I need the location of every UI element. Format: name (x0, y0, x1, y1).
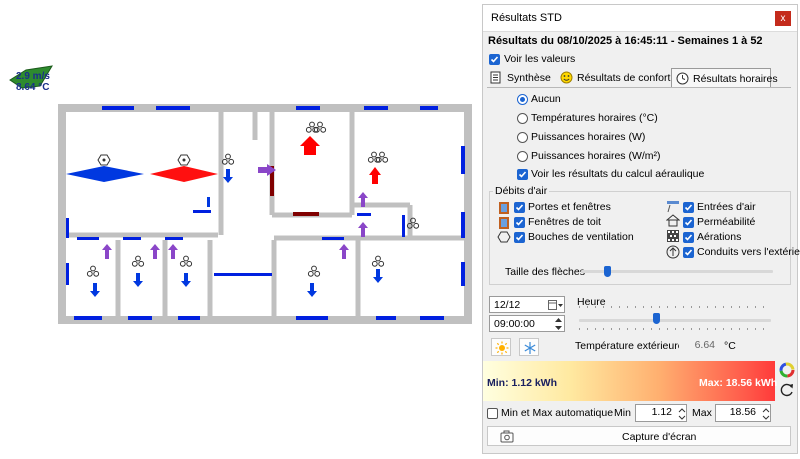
house-icon (666, 214, 680, 227)
min-label: Min (614, 407, 631, 419)
bouches-checkbox[interactable] (514, 232, 525, 243)
max-input[interactable]: 18.56 (715, 404, 771, 422)
results-subtitle: Résultats du 08/10/2025 à 16:45:11 - Sem… (488, 35, 763, 47)
clock-icon (676, 72, 689, 85)
time-field[interactable]: 09:00:00 (489, 315, 565, 332)
date-picker[interactable]: 12/12 (489, 296, 565, 313)
auto-minmax-label: Min et Max automatique (501, 407, 614, 419)
conduits-checkbox[interactable] (683, 247, 694, 258)
color-scale (483, 361, 775, 401)
max-label: Max (692, 407, 712, 419)
results-panel: Résultats STD x Résultats du 08/10/2025 … (482, 4, 800, 454)
permeabilite-checkbox[interactable] (683, 217, 694, 228)
entrees-checkbox[interactable] (683, 202, 694, 213)
ext-temp-label: Température extérieure (575, 340, 684, 352)
bouches-label: Bouches de ventilation (528, 231, 634, 243)
refresh-icon[interactable] (779, 382, 795, 398)
air-flows-group (489, 191, 791, 285)
ext-temp-unit: °C (724, 340, 736, 352)
tab-confort[interactable]: Résultats de confort (557, 68, 670, 88)
door-icon (499, 202, 509, 214)
winter-button[interactable] (519, 338, 539, 356)
arrow-size-slider[interactable] (581, 270, 773, 273)
radio-temperatures[interactable] (517, 113, 528, 124)
aeraulic-label: Voir les résultats du calcul aéraulique (531, 168, 705, 180)
panel-titlebar[interactable]: Résultats STD x (483, 5, 797, 32)
close-button[interactable]: x (775, 11, 791, 26)
time-spinner-icon[interactable] (554, 317, 563, 331)
hour-thumb[interactable] (653, 313, 660, 324)
radio-aucun[interactable] (517, 94, 528, 105)
screenshot-button[interactable]: Capture d'écran (487, 426, 791, 446)
max-kwh-label: Max: 18.56 kWh (699, 377, 778, 389)
color-wheel-icon[interactable] (779, 362, 795, 378)
camera-icon (500, 430, 514, 443)
radio-puissances-m2[interactable] (517, 151, 528, 162)
max-spinner-icon[interactable] (762, 408, 770, 420)
tab-divider (487, 87, 791, 88)
radio-aucun-label: Aucun (531, 93, 561, 105)
summer-button[interactable] (491, 338, 511, 356)
aerations-label: Aérations (697, 231, 742, 243)
show-values-checkbox[interactable] (489, 54, 500, 65)
radio-puissances-label: Puissances horaires (W) (531, 131, 646, 143)
duct-icon (666, 245, 680, 259)
ext-temp-value: 6.64 (679, 338, 719, 354)
wind-speed: 2.9 m/s (16, 71, 50, 82)
min-kwh-label: Min: 1.12 kWh (487, 377, 558, 389)
calendar-icon[interactable] (548, 300, 564, 310)
air-flows-title: Débits d'air (493, 185, 550, 197)
snowflake-icon (524, 342, 536, 354)
hour-label: Heure (577, 296, 606, 308)
entrees-label: Entrées d'air (697, 201, 756, 213)
air-inlet-icon (667, 201, 679, 213)
grid-icon (667, 230, 679, 242)
smiley-icon (560, 71, 573, 84)
aeraulic-checkbox[interactable] (517, 169, 528, 180)
arrow-size-label: Taille des flèches (505, 266, 585, 278)
roof-window-icon (499, 217, 509, 229)
portes-checkbox[interactable] (514, 202, 525, 213)
permeabilite-label: Perméabilité (697, 216, 756, 228)
hour-slider[interactable] (579, 319, 771, 322)
wind-temperature: 8.64 °C (16, 82, 50, 93)
panel-title: Résultats STD (491, 12, 562, 24)
aerations-checkbox[interactable] (683, 232, 694, 243)
show-values-label: Voir les valeurs (504, 53, 576, 65)
wind-arrow-icon (9, 65, 53, 89)
radio-puissances[interactable] (517, 132, 528, 143)
document-icon (490, 71, 501, 84)
conduits-label: Conduits vers l'extérieur (697, 246, 800, 258)
radio-temperatures-label: Températures horaires (°C) (531, 112, 658, 124)
arrow-size-thumb[interactable] (604, 266, 611, 277)
fenetres-toit-checkbox[interactable] (514, 217, 525, 228)
radio-puissances-m2-label: Puissances horaires (W/m²) (531, 150, 661, 162)
sun-icon (495, 341, 509, 355)
min-spinner-icon[interactable] (678, 408, 686, 420)
tab-synthese[interactable]: Synthèse (487, 68, 551, 88)
min-input[interactable]: 1.12 (635, 404, 687, 422)
floor-plan[interactable]: 2.9 m/s 8.64 °C (0, 0, 480, 456)
tab-horaires[interactable]: Résultats horaires (671, 68, 778, 88)
fenetres-toit-label: Fenêtres de toit (528, 216, 601, 228)
hour-ticks (579, 306, 764, 330)
portes-label: Portes et fenêtres (528, 201, 611, 213)
vent-icon (497, 231, 511, 243)
auto-minmax-checkbox[interactable] (487, 408, 498, 419)
plan-drawing (9, 65, 472, 324)
